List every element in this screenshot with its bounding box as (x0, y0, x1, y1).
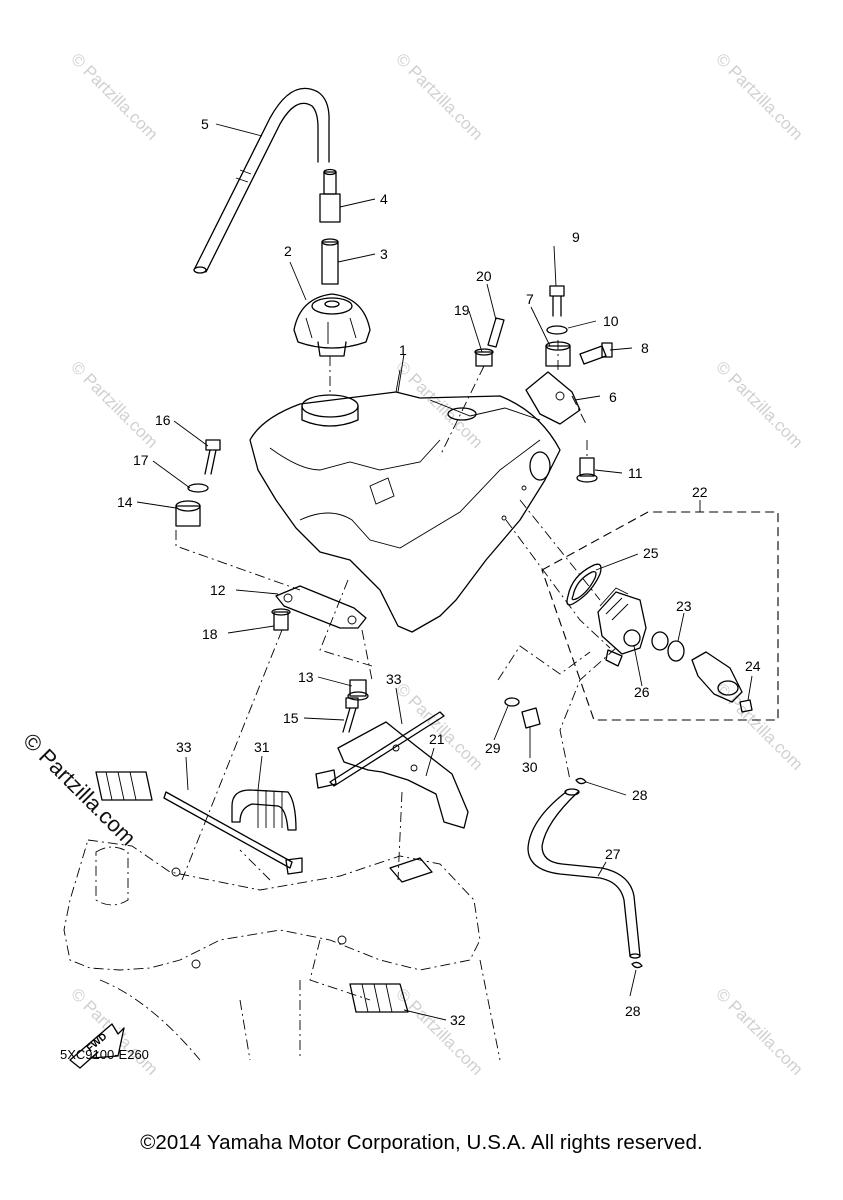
cable-tie (163, 791, 303, 875)
clamp (231, 789, 297, 831)
callout-23: 23 (676, 598, 692, 614)
motorcycle-frame (63, 839, 501, 1061)
rubber-damper (349, 983, 409, 1013)
callout-1: 1 (399, 342, 407, 358)
callout-20: 20 (476, 268, 492, 284)
callout-28-bottom: 28 (625, 1003, 641, 1019)
bolt (342, 697, 359, 733)
washer (546, 325, 568, 335)
bolt (579, 342, 613, 365)
callout-28-top: 28 (632, 787, 648, 803)
callout-32: 32 (450, 1012, 466, 1028)
callout-3: 3 (380, 246, 388, 262)
callout-10: 10 (603, 313, 619, 329)
callout-5: 5 (201, 116, 209, 132)
bolt (549, 285, 565, 317)
callout-15: 15 (283, 710, 299, 726)
watermark-faint: © Partzilla.com (392, 984, 486, 1078)
watermark-faint: © Partzilla.com (712, 357, 806, 451)
lever-collar (651, 631, 669, 651)
callout-31: 31 (254, 739, 270, 755)
washer (504, 697, 520, 707)
cable-tie (329, 711, 445, 787)
tank-strap (275, 585, 367, 629)
bracket (525, 371, 581, 425)
construction-lines (175, 340, 617, 1001)
hose-clip (631, 961, 643, 969)
callout-14: 14 (117, 494, 133, 510)
callout-12: 12 (210, 582, 226, 598)
callout-4: 4 (380, 191, 388, 207)
callout-9: 9 (572, 229, 580, 245)
callout-7: 7 (526, 291, 534, 307)
screw (521, 707, 541, 729)
fuel-cock (597, 587, 647, 667)
callout-24: 24 (745, 658, 761, 674)
diagram-code: 5XC9100-E260 (60, 1047, 149, 1062)
fuel-cap (293, 293, 371, 357)
rubber-damper (95, 771, 153, 801)
breather-hose (193, 87, 330, 274)
watermark-faint: © Partzilla.com (712, 984, 806, 1078)
fuel-cock-assembly-frame (541, 511, 779, 721)
damper (175, 500, 201, 527)
watermark-faint: © Partzilla.com (712, 679, 806, 773)
washer (187, 483, 209, 493)
callout-27: 27 (605, 846, 621, 862)
callout-19: 19 (454, 302, 470, 318)
callout-21: 21 (429, 731, 445, 747)
callout-16: 16 (155, 412, 171, 428)
callout-18: 18 (202, 626, 218, 642)
callout-8: 8 (641, 340, 649, 356)
callout-33-left: 33 (176, 739, 192, 755)
callout-2: 2 (284, 243, 292, 259)
collar (576, 457, 598, 483)
callout-22: 22 (692, 484, 708, 500)
background-watermarks: © Partzilla.com © Partzilla.com © Partzi… (67, 49, 806, 1078)
callout-11: 11 (628, 465, 643, 481)
watermark-faint: © Partzilla.com (392, 679, 486, 773)
breather-fitting (319, 168, 341, 223)
callout-29: 29 (485, 740, 501, 756)
watermark-faint: © Partzilla.com (67, 357, 161, 451)
watermark-faint: © Partzilla.com (712, 49, 806, 143)
callout-6: 6 (609, 389, 617, 405)
callout-13: 13 (298, 669, 314, 685)
callout-26: 26 (634, 684, 650, 700)
screw (487, 317, 505, 348)
fuel-tank (249, 369, 561, 633)
fuel-hose (527, 788, 641, 959)
collar (347, 679, 369, 701)
callout-25: 25 (643, 545, 659, 561)
leader-lines (136, 123, 753, 1021)
watermark-faint: © Partzilla.com (392, 357, 486, 451)
callout-17: 17 (133, 452, 149, 468)
hose-clip (575, 777, 587, 785)
pipe (321, 238, 339, 285)
grommet-small (474, 348, 494, 367)
watermark-faint: © Partzilla.com (67, 49, 161, 143)
fuel-cock-lever (691, 651, 753, 713)
copyright-notice: ©2014 Yamaha Motor Corporation, U.S.A. A… (140, 1131, 703, 1154)
callout-33-center: 33 (386, 671, 402, 687)
watermark-faint: © Partzilla.com (392, 49, 486, 143)
callout-30: 30 (522, 759, 538, 775)
collar (271, 608, 291, 631)
gasket (667, 640, 685, 662)
o-ring (566, 563, 602, 606)
callouts: 1 2 3 4 5 6 7 8 9 10 11 12 13 14 15 16 1… (117, 116, 761, 1028)
